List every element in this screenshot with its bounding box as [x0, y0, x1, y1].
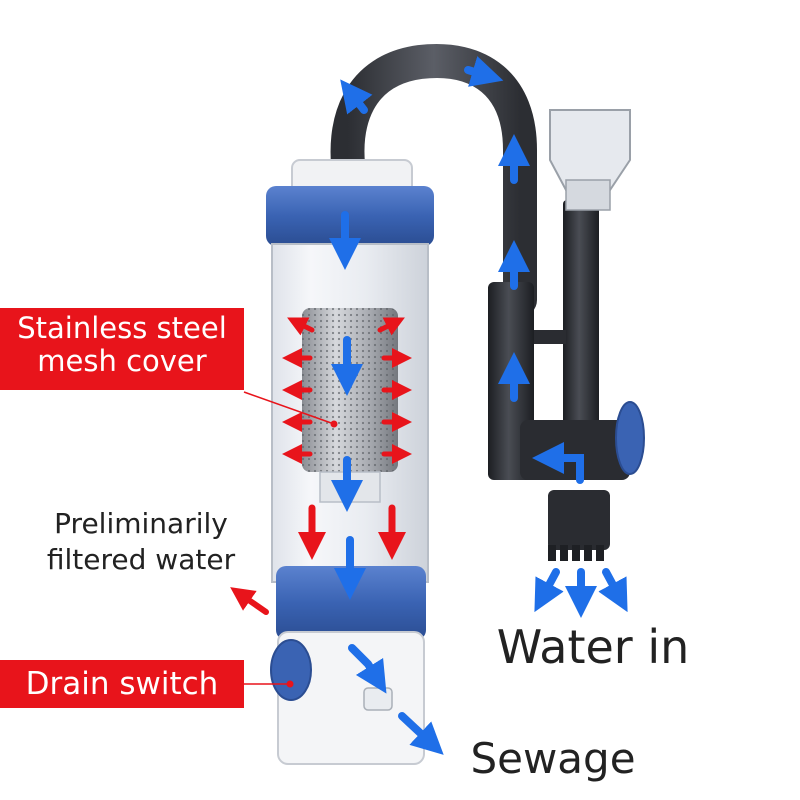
mesh-cover-label: Stainless steel mesh cover	[0, 308, 244, 390]
preliminary-label-line: filtered water	[18, 542, 264, 578]
inlet-strainer	[548, 490, 610, 550]
preliminary-label-line: Preliminarily	[18, 506, 264, 542]
drain-switch-knob[interactable]	[271, 640, 311, 700]
connector-bar	[534, 330, 566, 344]
sewage-outlet	[364, 688, 392, 710]
valve-body	[520, 420, 630, 480]
arrow-icon	[240, 594, 266, 612]
preliminary-filtered-label: Preliminarily filtered water	[18, 506, 264, 578]
arrow-icon	[542, 572, 556, 598]
mesh-cover-label-line: mesh cover	[0, 345, 244, 378]
top-ring[interactable]	[266, 186, 434, 246]
sewage-label: Sewage	[458, 734, 648, 783]
pump-cap	[550, 110, 630, 190]
arrow-icon	[606, 572, 620, 598]
valve-knob[interactable]	[616, 402, 644, 474]
mesh-cover-label-line: Stainless steel	[0, 312, 244, 345]
water-in-label: Water in	[488, 620, 698, 674]
drain-switch-label: Drain switch	[0, 660, 244, 708]
